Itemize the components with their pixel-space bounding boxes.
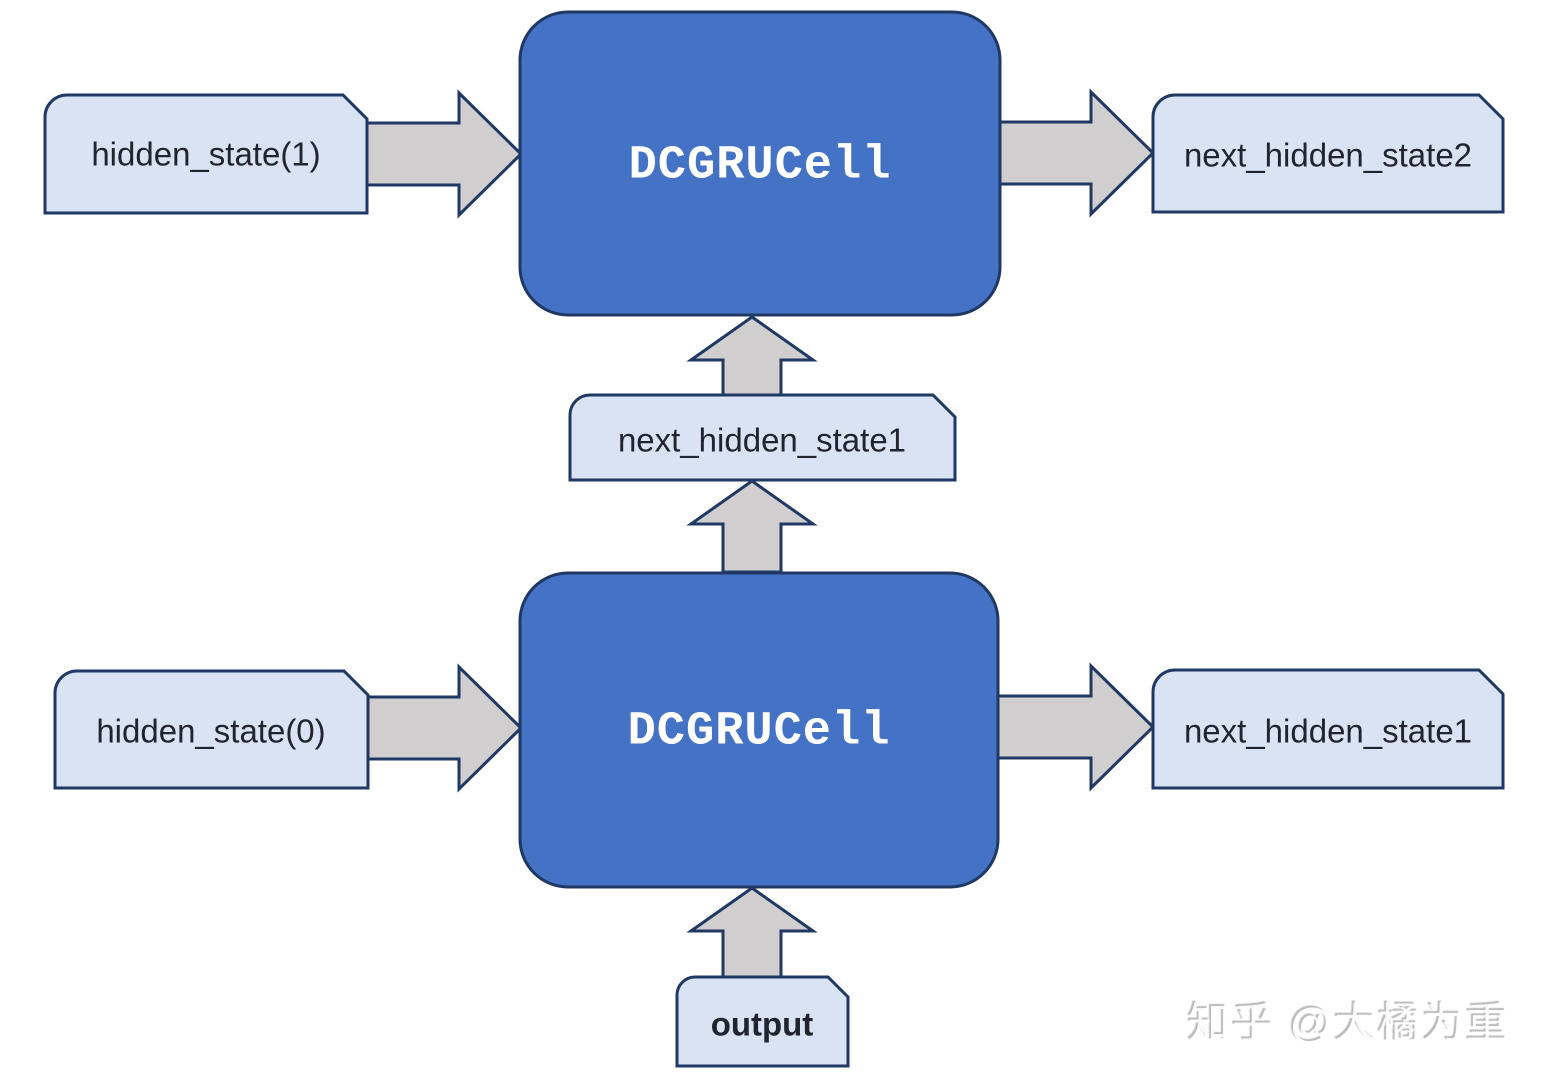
node-next-hidden-state-1-out	[1151, 668, 1505, 790]
zhihu-watermark: 知乎 @大橘为重	[1188, 1000, 1511, 1047]
label-hidden-state-1: hidden_state(1)	[91, 136, 320, 173]
label-next-hidden-state-2: next_hidden_state2	[1184, 137, 1472, 174]
label-next-hidden-state-1-out: next_hidden_state1	[1184, 713, 1472, 750]
label-dcgru-cell-top: DCGRUCell	[629, 140, 892, 193]
arrow-output-to-dcgru-bottom	[686, 886, 818, 980]
label-hidden-state-0: hidden_state(0)	[96, 713, 325, 750]
label-output: output	[711, 1006, 814, 1043]
node-hidden-state-0	[53, 669, 370, 790]
node-hidden-state-1	[43, 93, 369, 215]
label-next-hidden-state-1-mid: next_hidden_state1	[618, 422, 906, 459]
node-dcgru-cell-top	[518, 10, 1002, 317]
arrow-hidden-state-1-to-dcgru-top	[363, 89, 524, 219]
node-dcgru-cell-bottom	[518, 571, 1000, 889]
arrow-dcgru-top-to-next-hidden-state-2	[994, 88, 1156, 218]
arrow-dcgru-bottom-to-next-hidden-state-1-out	[995, 662, 1156, 792]
node-next-hidden-state-1-mid	[568, 393, 957, 482]
label-dcgru-cell-bottom: DCGRUCell	[628, 706, 891, 759]
arrow-next-hidden-state-1-to-dcgru-top	[686, 315, 818, 398]
arrow-dcgru-bottom-to-next-hidden-state-1	[686, 479, 818, 574]
node-next-hidden-state-2	[1151, 93, 1505, 214]
node-output	[675, 975, 850, 1068]
arrow-hidden-state-0-to-dcgru-bottom	[364, 663, 524, 793]
